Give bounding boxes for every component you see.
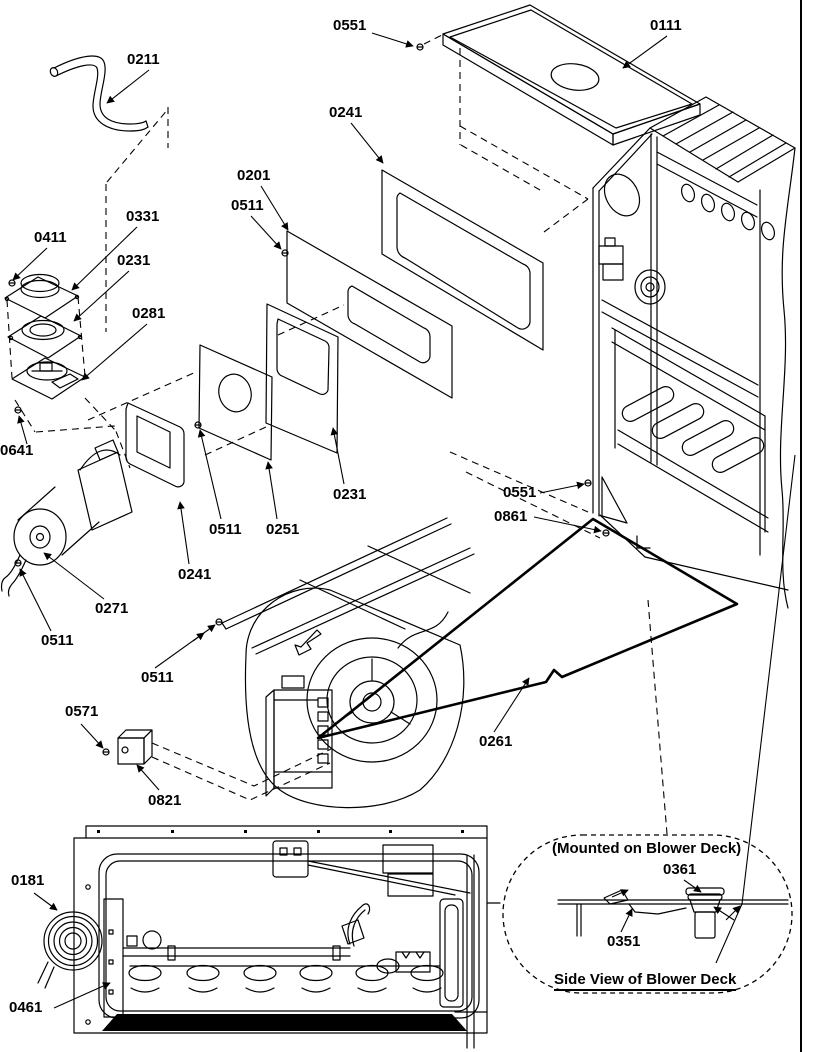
part-label-0351: 0351 — [607, 933, 641, 950]
part-label-0821: 0821 — [148, 792, 182, 809]
part-label-0241-upper: 0241 — [329, 104, 363, 121]
part-label-0271: 0271 — [95, 600, 129, 617]
part-label-0181: 0181 — [11, 872, 45, 889]
part-label-0551-deck: 0551 — [503, 484, 537, 501]
part-label-0411: 0411 — [34, 229, 67, 246]
part-label-0571: 0571 — [65, 703, 99, 720]
part-label-0461: 0461 — [9, 999, 43, 1016]
part-label-0281: 0281 — [132, 305, 166, 322]
part-label-0511-inducer: 0511 — [41, 632, 74, 649]
part-label-0511-plate: 0511 — [209, 521, 242, 538]
screw-glyphs — [9, 44, 609, 755]
drain-tube-drawing — [49, 56, 148, 131]
part-label-0361: 0361 — [663, 861, 697, 878]
part-label-0511-rail: 0511 — [141, 669, 174, 686]
part-label-0511-door: 0511 — [231, 197, 264, 214]
gasket-panel-drawing — [382, 126, 588, 350]
part-label-0251: 0251 — [266, 521, 300, 538]
part-label-0201: 0201 — [237, 167, 271, 184]
guide-lines — [106, 107, 600, 538]
part-label-0211: 0211 — [127, 51, 160, 68]
inset-caption-mounted: (Mounted on Blower Deck) — [552, 840, 742, 857]
side-view-inset — [503, 455, 795, 993]
blower-assembly-drawing — [222, 518, 474, 808]
part-label-0231-mid: 0231 — [333, 486, 367, 503]
blower-deck-drawing — [318, 519, 737, 738]
transformer-drawing — [118, 730, 331, 800]
part-label-0241-mid: 0241 — [178, 566, 212, 583]
burner-compartment-drawing — [38, 826, 500, 1048]
furnace-cabinet-drawing — [593, 97, 795, 608]
inset-caption-side-view: Side View of Blower Deck — [554, 971, 737, 991]
blower-door-panel-drawing — [287, 231, 452, 398]
part-label-0861: 0861 — [494, 508, 528, 525]
part-label-0261: 0261 — [479, 733, 513, 750]
part-label-0331: 0331 — [126, 208, 160, 225]
leader-lines — [12, 33, 702, 1008]
part-label-0111: 0111 — [650, 17, 682, 34]
part-label-0231-rings: 0231 — [117, 252, 151, 269]
part-label-0641: 0641 — [0, 442, 34, 459]
part-label-0551-top: 0551 — [333, 17, 367, 34]
